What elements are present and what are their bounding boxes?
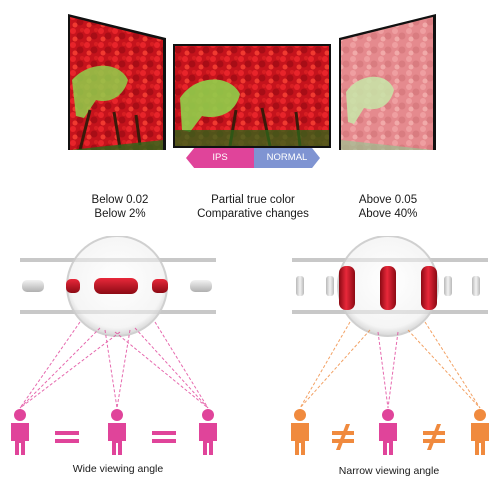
person-icon <box>11 409 29 455</box>
equals-icon <box>152 431 176 443</box>
normal-tab: NORMAL <box>254 148 320 168</box>
chameleon-icon <box>346 76 394 124</box>
left-caption: Below 0.02 Below 2% <box>50 193 190 221</box>
center-screen <box>173 44 331 148</box>
left-screen <box>68 14 166 150</box>
ips-tab: IPS <box>186 148 254 168</box>
viewing-angle-diagram <box>11 236 489 455</box>
left-caption-line-1: Below 0.02 <box>91 194 149 206</box>
equals-icon <box>55 431 79 443</box>
display-comparison-illustration <box>68 14 436 150</box>
right-screen <box>339 14 436 150</box>
not-equal-icon <box>332 424 354 450</box>
not-equal-icon <box>423 424 445 450</box>
right-caption-line-2: Above 40% <box>358 208 418 220</box>
person-icon <box>199 409 217 455</box>
chameleon-icon <box>180 79 240 132</box>
ips-panel-diagram <box>19 236 216 409</box>
ips-tab-label: IPS <box>212 152 228 163</box>
person-icon <box>108 409 126 455</box>
right-caption-line-1: Above 0.05 <box>358 194 418 206</box>
chameleon-icon <box>72 65 128 118</box>
center-caption: Partial true color Comparative changes <box>183 193 323 221</box>
person-icon <box>379 409 397 455</box>
narrow-viewing-angle-label: Narrow viewing angle <box>338 465 440 477</box>
person-icon <box>291 409 309 455</box>
right-caption: Above 0.05 Above 40% <box>318 193 458 221</box>
normal-tab-label: NORMAL <box>266 152 308 163</box>
center-caption-line-1: Partial true color <box>211 194 295 206</box>
normal-panel-diagram <box>292 236 488 409</box>
person-icon <box>471 409 489 455</box>
center-caption-line-2: Comparative changes <box>197 208 309 220</box>
left-caption-line-2: Below 2% <box>94 208 146 220</box>
wide-viewing-angle-label: Wide viewing angle <box>72 463 164 475</box>
